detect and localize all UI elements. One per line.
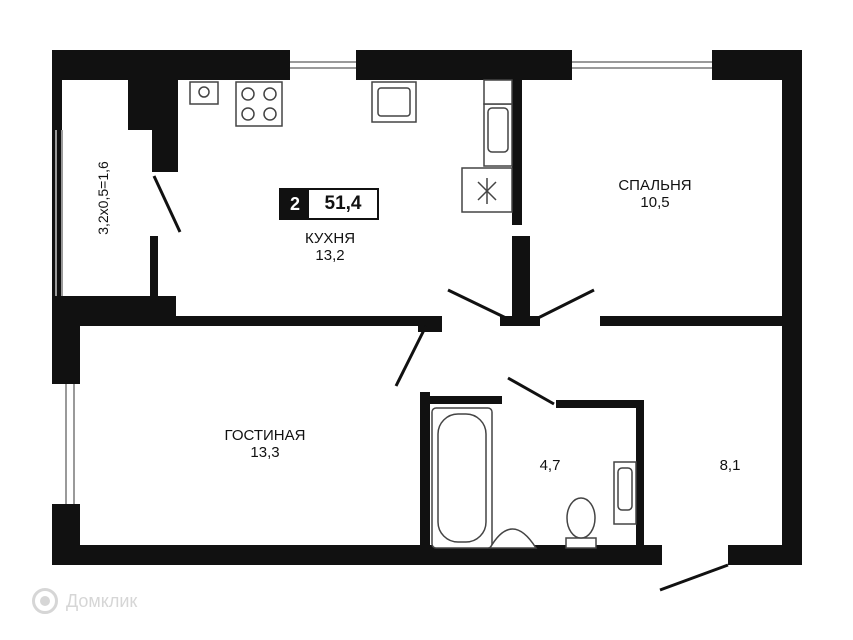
balcony-area-label: 3,2x0,5=1,6 xyxy=(95,161,111,235)
room-kitchen-area: 13,2 xyxy=(315,247,345,264)
total-area: 51,4 xyxy=(324,193,362,214)
rooms-count: 2 xyxy=(281,190,309,218)
walls xyxy=(52,50,802,565)
room-bedroom-name: СПАЛЬНЯ xyxy=(618,177,692,194)
windows xyxy=(55,61,712,504)
fixtures xyxy=(189,79,637,549)
domclick-watermark: Домклик xyxy=(32,588,137,614)
domclick-logo-icon xyxy=(32,588,58,614)
room-living-name: ГОСТИНАЯ xyxy=(224,427,306,444)
room-living-area: 13,3 xyxy=(250,444,280,461)
room-bedroom-area: 10,5 xyxy=(640,194,670,211)
room-bathroom-area: 4,7 xyxy=(539,457,561,474)
room-kitchen-name: КУХНЯ xyxy=(304,230,356,247)
apartment-summary-badge: 2 51,4 xyxy=(279,188,379,220)
room-hall-area: 8,1 xyxy=(719,457,741,474)
doors xyxy=(152,175,729,592)
watermark-text: Домклик xyxy=(66,590,138,611)
